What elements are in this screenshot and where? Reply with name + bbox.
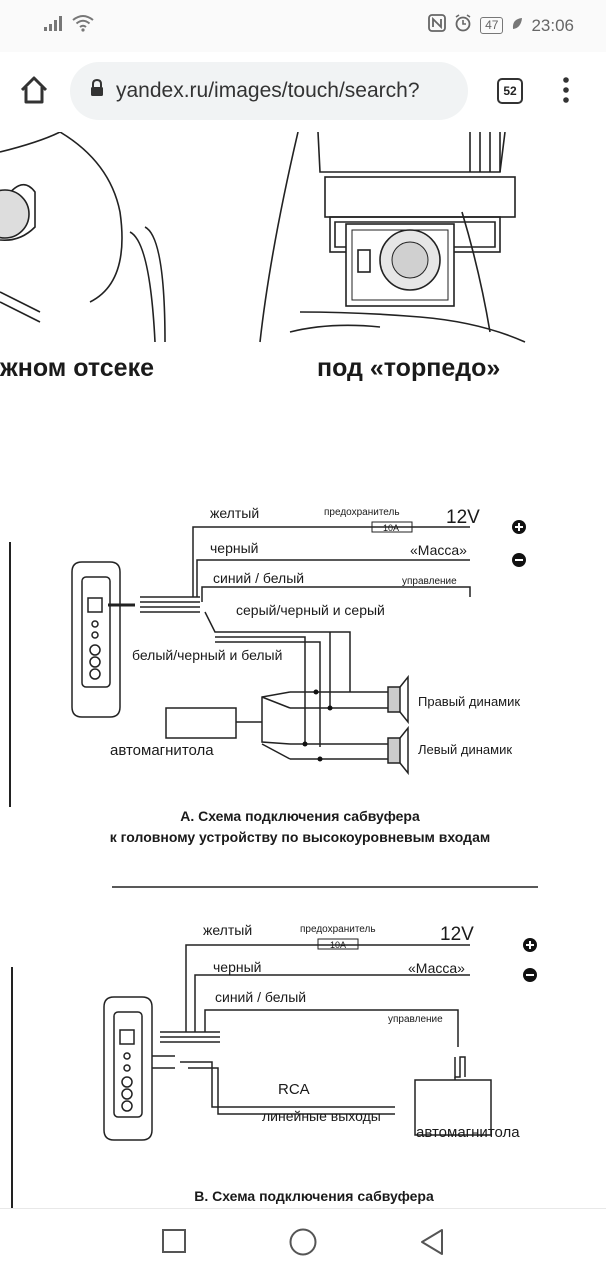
wifi-icon bbox=[72, 14, 94, 37]
label-yellow-a: желтый bbox=[210, 505, 259, 521]
label-ground-a: «Масса» bbox=[410, 542, 467, 558]
label-12v-b: 12V bbox=[440, 924, 474, 945]
label-head-unit-b: автомагнитола bbox=[416, 1124, 520, 1141]
more-vert-icon bbox=[563, 77, 569, 103]
status-bar: 47 23:06 bbox=[0, 0, 606, 52]
page-content[interactable]: жном отсеке под «торпедо» bbox=[0, 132, 606, 1208]
home-button[interactable] bbox=[18, 74, 50, 111]
label-12v-a: 12V bbox=[446, 507, 480, 528]
nfc-icon bbox=[428, 14, 446, 37]
browser-toolbar: yandex.ru/images/touch/search? 52 bbox=[0, 52, 606, 132]
menu-button[interactable] bbox=[556, 74, 576, 111]
label-head-unit-a: автомагнитола bbox=[110, 742, 214, 759]
label-fuse-rating-a: 10A bbox=[383, 523, 399, 533]
label-control-a: управление bbox=[402, 576, 457, 587]
home-icon bbox=[20, 76, 48, 104]
tab-switcher-button[interactable]: 52 bbox=[497, 78, 523, 104]
car-interior-drawing-right bbox=[259, 132, 526, 343]
diagram-b bbox=[11, 938, 492, 1208]
diagram-a-title-line1: А. Схема подключения сабвуфера bbox=[180, 808, 420, 824]
label-ground-b: «Масса» bbox=[408, 960, 465, 976]
diagram-b-title-line1: В. Схема подключения сабвуфера bbox=[194, 1188, 434, 1204]
square-icon bbox=[162, 1229, 186, 1253]
label-gray-a: серый/черный и серый bbox=[236, 602, 385, 618]
label-line-out: линейные выходы bbox=[262, 1108, 381, 1124]
url-text: yandex.ru/images/touch/search? bbox=[116, 79, 420, 102]
home-nav-button[interactable] bbox=[288, 1227, 318, 1262]
circle-icon bbox=[289, 1228, 317, 1256]
system-nav-bar bbox=[0, 1208, 606, 1281]
lock-icon bbox=[90, 78, 104, 103]
wiring-diagram-image: жном отсеке под «торпедо» bbox=[0, 132, 538, 1208]
label-fuse-rating-b: 10A bbox=[330, 940, 346, 950]
caption-right: под «торпедо» bbox=[317, 354, 500, 382]
address-bar[interactable]: yandex.ru/images/touch/search? bbox=[70, 62, 468, 120]
diagram-a-title-line2: к головному устройству по высокоуровневы… bbox=[110, 829, 490, 845]
caption-left: жном отсеке bbox=[0, 354, 154, 382]
label-right-speaker: Правый динамик bbox=[418, 694, 520, 709]
label-yellow-b: желтый bbox=[203, 922, 252, 938]
label-fuse-b: предохранитель bbox=[300, 924, 376, 935]
recents-button[interactable] bbox=[160, 1227, 188, 1260]
car-interior-drawing-left bbox=[0, 132, 166, 343]
label-blue-white-a: синий / белый bbox=[213, 570, 304, 586]
alarm-icon bbox=[454, 14, 472, 37]
status-right: 47 23:06 bbox=[428, 14, 574, 37]
back-button[interactable] bbox=[418, 1227, 446, 1262]
battery-indicator: 47 bbox=[480, 17, 504, 34]
signal-icon bbox=[44, 15, 64, 36]
leaf-icon bbox=[511, 16, 523, 36]
label-black-b: черный bbox=[213, 959, 261, 975]
label-control-b: управление bbox=[388, 1014, 443, 1025]
label-fuse-a: предохранитель bbox=[324, 507, 400, 518]
clock: 23:06 bbox=[531, 15, 574, 35]
label-rca: RCA bbox=[278, 1081, 310, 1098]
label-white-a: белый/черный и белый bbox=[132, 647, 282, 663]
label-blue-white-b: синий / белый bbox=[215, 989, 306, 1005]
back-triangle-icon bbox=[421, 1229, 443, 1255]
status-left bbox=[44, 14, 94, 37]
label-black-a: черный bbox=[210, 540, 258, 556]
label-left-speaker: Левый динамик bbox=[418, 742, 512, 757]
diagram-a bbox=[9, 521, 471, 807]
